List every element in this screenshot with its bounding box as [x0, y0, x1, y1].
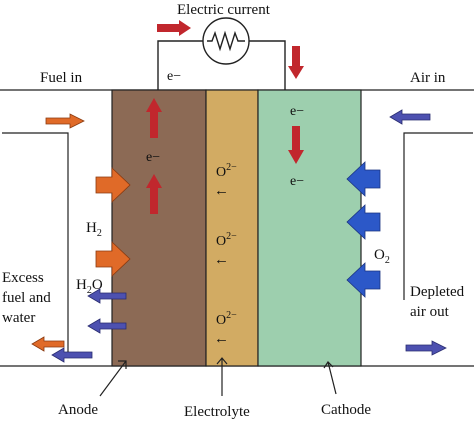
circuit-wire	[157, 40, 203, 90]
water-label: H2O	[76, 277, 103, 296]
current-arrow-top-icon	[157, 20, 191, 36]
excess-out-arrow-icon	[31, 336, 65, 352]
wire-electron-label: e−	[167, 69, 181, 84]
air-in-label: Air in	[410, 70, 446, 86]
electrolyte-pointer-head	[216, 357, 228, 365]
air-in-arrow-icon	[389, 109, 431, 125]
cathode-pointer-head	[323, 361, 334, 369]
anode-layer	[111, 89, 207, 367]
water-out-arrow-icon	[87, 318, 127, 334]
air-channel-line	[403, 132, 473, 300]
excess-label-line1: Excess	[2, 270, 44, 286]
electron-up-arrow-icon	[146, 98, 162, 138]
oxygen-label: O2	[374, 247, 390, 266]
oxygen-arrow-icon	[346, 204, 381, 240]
cathode-label: Cathode	[321, 402, 371, 418]
oxide-ion-group: O2− ←	[214, 162, 237, 199]
anode-pointer-line	[99, 360, 127, 397]
electrolyte-layer	[205, 89, 259, 367]
circuit-wire-right	[249, 40, 286, 90]
cathode-layer	[257, 89, 362, 367]
oxide-arrow-label: ←	[214, 183, 229, 199]
oxide-ion-group: O2− ←	[214, 310, 237, 347]
anode-label: Anode	[58, 402, 98, 418]
current-arrow-down-icon	[288, 46, 304, 79]
oxide-arrow-label: ←	[214, 252, 229, 268]
hydrogen-arrow-icon	[95, 241, 131, 277]
anode-pointer-head	[118, 360, 127, 369]
excess-label-line2: fuel and	[2, 290, 51, 306]
anode-electron-label: e−	[146, 150, 160, 165]
depleted-label-line1: Depleted	[410, 284, 465, 300]
hydrogen-arrow-icon	[95, 167, 131, 203]
fuel-channel-line	[2, 132, 69, 352]
oxide-ion-label: O2−	[216, 231, 237, 249]
oxide-ion-label: O2−	[216, 310, 237, 328]
excess-label-line3: water	[2, 310, 35, 326]
fuel-in-label: Fuel in	[40, 70, 83, 86]
electron-up-arrow-icon	[146, 174, 162, 214]
cathode-electron-label-bottom: e−	[290, 174, 304, 189]
cathode-electron-label-top: e−	[290, 104, 304, 119]
excess-out-arrow-icon	[51, 347, 93, 363]
depleted-air-arrow-icon	[405, 340, 447, 356]
depleted-label-line2: air out	[410, 304, 450, 320]
electron-down-arrow-icon	[288, 126, 304, 164]
oxide-ion-label: O2−	[216, 162, 237, 180]
resistor-symbol-icon	[202, 17, 250, 65]
oxide-arrow-label: ←	[214, 331, 229, 347]
cathode-pointer-line	[327, 361, 337, 395]
electrolyte-label: Electrolyte	[184, 404, 250, 420]
water-out-arrow-icon	[87, 288, 127, 304]
oxygen-arrow-icon	[346, 262, 381, 298]
fuel-in-arrow-icon	[45, 113, 85, 129]
oxide-ion-group: O2− ←	[214, 231, 237, 268]
hydrogen-label: H2	[86, 220, 102, 239]
electric-current-label: Electric current	[177, 2, 271, 18]
oxygen-arrow-icon	[346, 161, 381, 197]
